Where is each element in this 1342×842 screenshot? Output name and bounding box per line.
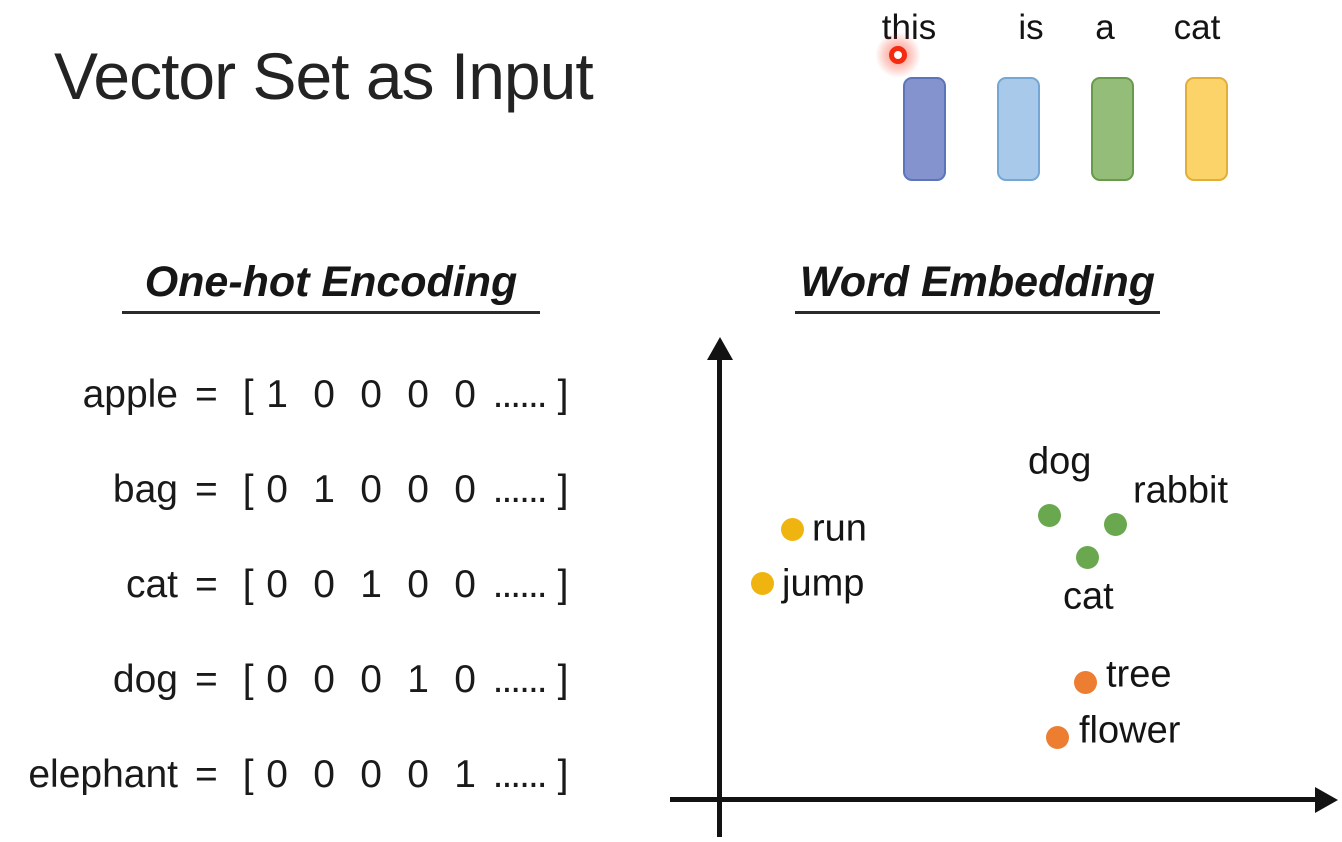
x-axis-line	[670, 797, 1322, 802]
equation-value: 0	[407, 373, 429, 416]
equation-word: cat	[125, 563, 178, 606]
equation-word: dog	[112, 658, 178, 701]
equation-value: 0	[313, 753, 335, 796]
laser-pointer-dot	[889, 46, 907, 64]
equation-value: 0	[266, 563, 288, 606]
scatter-point-label: jump	[782, 562, 865, 605]
scatter-point-label: dog	[1028, 440, 1092, 483]
equation-value: 0	[360, 373, 382, 416]
equation-value: 0	[454, 468, 476, 511]
equation-value: 0	[313, 373, 335, 416]
open-bracket: [	[242, 753, 254, 796]
equals-sign: =	[195, 563, 218, 606]
equals-sign: =	[195, 468, 218, 511]
equals-sign: =	[195, 373, 218, 416]
token-vector-rect	[1185, 77, 1228, 181]
equals-sign: =	[195, 753, 218, 796]
scatter-dot	[1104, 513, 1127, 536]
open-bracket: [	[242, 658, 254, 701]
token-word: cat	[1173, 8, 1221, 47]
scatter-point-label: cat	[1063, 575, 1114, 618]
ellipsis-dots: ......	[492, 468, 548, 511]
open-bracket: [	[242, 468, 254, 511]
token-word: a	[1095, 8, 1115, 47]
equation-value: 0	[360, 753, 382, 796]
close-bracket: ]	[557, 468, 569, 511]
equation-word: bag	[112, 468, 178, 511]
ellipsis-dots: ......	[492, 658, 548, 701]
equation-value: 0	[454, 373, 476, 416]
equation-value: 1	[266, 373, 288, 416]
equation-value: 0	[313, 658, 335, 701]
scatter-point-label: run	[812, 507, 867, 550]
open-bracket: [	[242, 373, 254, 416]
scatter-dot	[1076, 546, 1099, 569]
scatter-dot	[1046, 726, 1069, 749]
token-word: is	[1018, 8, 1044, 47]
equation-value: 0	[266, 658, 288, 701]
equation-value: 0	[407, 468, 429, 511]
slide-title: Vector Set as Input	[54, 39, 594, 113]
equation-value: 1	[313, 468, 335, 511]
equation-value: 0	[360, 468, 382, 511]
ellipsis-dots: ......	[492, 563, 548, 606]
scatter-point-label: tree	[1106, 653, 1172, 696]
equation-word: elephant	[28, 753, 178, 796]
y-axis-arrow-icon	[707, 337, 733, 360]
close-bracket: ]	[557, 658, 569, 701]
equation-value: 0	[407, 753, 429, 796]
equation-value: 1	[407, 658, 429, 701]
equation-value: 0	[454, 563, 476, 606]
token-vector-rect	[997, 77, 1040, 181]
scatter-point-label: rabbit	[1133, 469, 1229, 512]
word-embedding-heading: Word Embedding	[795, 257, 1160, 314]
ellipsis-dots: ......	[492, 373, 548, 416]
close-bracket: ]	[557, 563, 569, 606]
equation-value: 1	[454, 753, 476, 796]
equation-value: 0	[313, 563, 335, 606]
scatter-dot	[1074, 671, 1097, 694]
open-bracket: [	[242, 563, 254, 606]
token-vector-rect	[1091, 77, 1134, 181]
scatter-dot	[1038, 504, 1061, 527]
x-axis-arrow-icon	[1315, 787, 1338, 813]
close-bracket: ]	[557, 373, 569, 416]
equation-value: 0	[266, 468, 288, 511]
equation-value: 0	[266, 753, 288, 796]
token-vector-rect	[903, 77, 946, 181]
close-bracket: ]	[557, 753, 569, 796]
scatter-point-label: flower	[1079, 709, 1181, 752]
scatter-dot	[781, 518, 804, 541]
scatter-dot	[751, 572, 774, 595]
equation-value: 0	[454, 658, 476, 701]
equation-value: 0	[407, 563, 429, 606]
ellipsis-dots: ......	[492, 753, 548, 796]
equation-value: 1	[360, 563, 382, 606]
equation-word: apple	[82, 373, 178, 416]
y-axis-line	[717, 352, 722, 837]
equation-value: 0	[360, 658, 382, 701]
one-hot-encoding-heading: One-hot Encoding	[122, 257, 540, 314]
equals-sign: =	[195, 658, 218, 701]
